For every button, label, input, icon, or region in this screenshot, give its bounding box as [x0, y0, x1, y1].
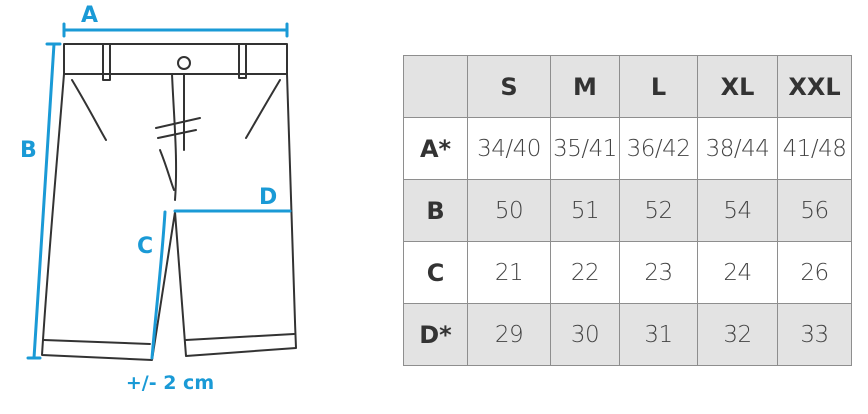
table-row: D* 29 30 31 32 33: [403, 303, 852, 366]
header-corner: [403, 55, 468, 118]
table-cell: 29: [467, 303, 551, 366]
row-label-b: B: [403, 179, 468, 242]
label-c: C: [137, 234, 154, 259]
header-size-l: L: [619, 55, 698, 118]
table-cell: 38/44: [697, 117, 778, 180]
table-cell: 41/48: [777, 117, 852, 180]
table-cell: 24: [697, 241, 778, 304]
table-cell: 33: [777, 303, 852, 366]
table-cell: 31: [619, 303, 698, 366]
table-cell: 54: [697, 179, 778, 242]
size-chart-table: S M L XL XXL A* 34/40 35/41 36/42 38/44 …: [403, 55, 852, 366]
row-label-c: C: [403, 241, 468, 304]
table-cell: 51: [550, 179, 620, 242]
table-header-row: S M L XL XXL: [403, 55, 852, 118]
table-cell: 26: [777, 241, 852, 304]
table-cell: 56: [777, 179, 852, 242]
table-cell: 35/41: [550, 117, 620, 180]
label-b: B: [20, 138, 37, 163]
label-d: D: [259, 185, 278, 210]
table-cell: 52: [619, 179, 698, 242]
table-row: B 50 51 52 54 56: [403, 179, 852, 242]
table-cell: 21: [467, 241, 551, 304]
table-cell: 36/42: [619, 117, 698, 180]
table-row: C 21 22 23 24 26: [403, 241, 852, 304]
table-cell: 30: [550, 303, 620, 366]
header-size-s: S: [467, 55, 551, 118]
row-label-a: A*: [403, 117, 468, 180]
table-cell: 50: [467, 179, 551, 242]
table-cell: 34/40: [467, 117, 551, 180]
label-a: A: [81, 3, 99, 28]
header-size-xxl: XXL: [777, 55, 852, 118]
table-cell: 23: [619, 241, 698, 304]
table-cell: 32: [697, 303, 778, 366]
row-label-d: D*: [403, 303, 468, 366]
tolerance-note: +/- 2 cm: [125, 372, 215, 394]
shorts-measurement-diagram: A B C D +/- 2 cm: [0, 0, 380, 410]
header-size-xl: XL: [697, 55, 778, 118]
table-cell: 22: [550, 241, 620, 304]
table-row: A* 34/40 35/41 36/42 38/44 41/48: [403, 117, 852, 180]
shorts-outline-illustration: [26, 22, 297, 361]
header-size-m: M: [550, 55, 620, 118]
